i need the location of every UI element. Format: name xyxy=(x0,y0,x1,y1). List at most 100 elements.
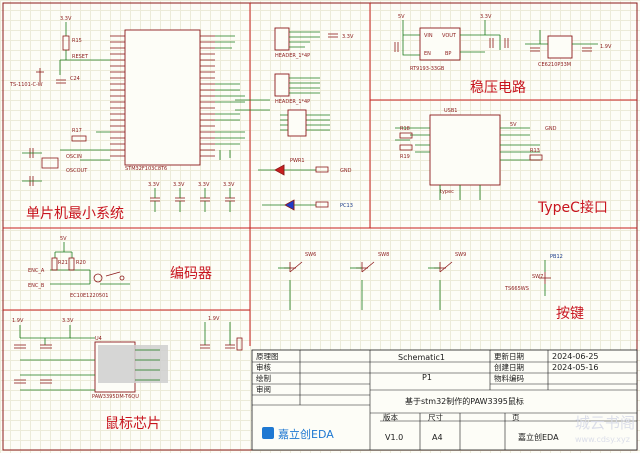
typec-section: USB1 typec R18 R19 R13 5V GND TypeC接口 xyxy=(395,108,608,216)
c24-label: C24 xyxy=(70,76,80,82)
mouse-v33-label: 3.3V xyxy=(62,318,74,324)
r13-resistor[interactable] xyxy=(529,154,543,161)
cap-v33-2: 3.3V xyxy=(173,182,185,188)
mcu-section-title: 单片机最小系统 xyxy=(26,206,124,222)
c24-capacitor[interactable] xyxy=(56,79,66,84)
mouse-chip-section: 1.9V 3.3V 1.9V U4 PAW3395DM-T6QU 鼠标芯片 xyxy=(12,316,243,432)
mcu-part-label: STM32F103C8T6 xyxy=(125,166,167,172)
pwr-led-label: PWR1 xyxy=(290,158,305,164)
typec-v5-label: 5V xyxy=(510,122,517,128)
r21-resistor[interactable] xyxy=(51,257,58,271)
mcu-section: STM32F103C8T6 xyxy=(9,16,354,222)
led-pc13-label: PC13 xyxy=(340,203,353,209)
regulator-section: VIN VOUT EN BP RT9193-33GB 5V 3.3V CE621… xyxy=(394,14,612,96)
reg-v19-label: 1.9V xyxy=(600,44,612,50)
reg-v33-label: 3.3V xyxy=(480,14,492,20)
r18-resistor[interactable] xyxy=(399,132,413,139)
pc13-led[interactable] xyxy=(284,199,295,211)
reset-switch[interactable] xyxy=(36,68,44,82)
typec-label: typec xyxy=(440,189,454,195)
tb-size-label: 尺寸 xyxy=(428,412,443,422)
r5-resistor[interactable] xyxy=(315,201,329,208)
watermark-text: 城云书阁 xyxy=(575,414,635,432)
reg-v5-label: 5V xyxy=(398,14,405,20)
header-p2[interactable] xyxy=(274,73,290,97)
r15-resistor[interactable] xyxy=(62,35,70,51)
usb-typec-connector[interactable] xyxy=(429,114,501,186)
button-sw6[interactable]: SW6 xyxy=(278,252,316,310)
reset-net-label: RESET xyxy=(72,54,89,60)
r19-label: R19 xyxy=(400,154,410,160)
section-dividers xyxy=(3,3,637,346)
header-p1[interactable] xyxy=(274,27,290,51)
typec-section-title: TypeC接口 xyxy=(537,199,608,216)
ldo1-bp: BP xyxy=(445,51,451,57)
button-sw9[interactable]: SW9 xyxy=(428,252,466,310)
r21-label: R21 xyxy=(58,260,68,266)
mouse-v19-label: 1.9V xyxy=(12,318,24,324)
mcu-chip[interactable] xyxy=(124,29,201,166)
ldo1-caps[interactable] xyxy=(394,38,509,52)
mouse-section-title: 鼠标芯片 xyxy=(105,416,161,432)
r4-resistor[interactable] xyxy=(315,166,329,173)
header-v33: 3.3V xyxy=(342,34,354,40)
sw8-label: SW8 xyxy=(378,252,389,258)
buttons-section: SW6 SW8 SW9 SW7 TS665WS PB12 按键 xyxy=(278,252,584,322)
ldo1-vin: VIN xyxy=(424,33,433,39)
r17-resistor[interactable] xyxy=(71,135,87,142)
header-p1-label: HEADER_1*4P xyxy=(275,53,310,59)
r20-resistor[interactable] xyxy=(68,257,75,271)
ldo2-caps[interactable] xyxy=(530,47,592,52)
mcu-v33-label: 3.3V xyxy=(60,16,72,22)
reset-switch-label: TS-1101-C-W xyxy=(9,82,43,88)
tb-company: 嘉立创EDA xyxy=(518,432,559,442)
enc-v5-label: 5V xyxy=(60,236,67,242)
brand-icon xyxy=(262,427,274,439)
tb-page-label: 页 xyxy=(512,413,520,422)
sw7-pb12-label: PB12 xyxy=(550,254,563,260)
tb-project-title: 基于stm32制作的PAW3395鼠标 xyxy=(405,396,524,406)
encoder-section: 5V R21 R20 ENC_A ENC_B EC10E1220501 编码器 xyxy=(28,236,212,299)
button-sw7[interactable]: SW7 TS665WS PB12 xyxy=(504,254,563,296)
watermark-url: www.cdsy.xyz xyxy=(575,435,630,444)
tb-version: V1.0 xyxy=(385,433,403,442)
decoupling-caps: 3.3V 3.3V 3.3V 3.3V xyxy=(148,182,235,212)
ldo1-label: RT9193-33GB xyxy=(410,66,445,72)
cap-v33-1: 3.3V xyxy=(148,182,160,188)
r13-mouse-resistor[interactable] xyxy=(236,337,243,351)
r18-label: R18 xyxy=(400,126,410,132)
cap-v33-4: 3.3V xyxy=(223,182,235,188)
osc-in-label: OSCIN xyxy=(66,154,82,160)
mouse-caps[interactable] xyxy=(14,344,235,384)
ldo2-label: CE6210P33M xyxy=(538,62,571,68)
osc-out-label: OSCOUT xyxy=(66,168,88,174)
encoder-switch[interactable] xyxy=(93,271,125,283)
button-sw8[interactable]: SW8 xyxy=(350,252,389,310)
tb-row1-label: 原理图 xyxy=(256,352,279,361)
r19-resistor[interactable] xyxy=(399,144,413,151)
pwr-led[interactable] xyxy=(274,164,285,176)
buttons-section-title: 按键 xyxy=(556,306,584,322)
tb-create-date: 2024-05-16 xyxy=(552,363,599,372)
brand-logo: 嘉立创EDA xyxy=(262,427,334,441)
r20-label: R20 xyxy=(76,260,86,266)
mouse-sensor-label: PAW3395DM-T6QU xyxy=(92,394,139,400)
ldo1-chip[interactable] xyxy=(419,27,461,61)
tb-size: A4 xyxy=(432,433,443,442)
encoder-section-title: 编码器 xyxy=(170,266,212,282)
blurred-region xyxy=(98,345,168,383)
sw9-label: SW9 xyxy=(455,252,466,258)
tb-material-label: 物料编码 xyxy=(494,373,524,383)
crystal[interactable] xyxy=(41,157,59,169)
r17-label: R17 xyxy=(72,128,82,134)
usb-header-mcu[interactable] xyxy=(287,109,307,137)
mouse-v19-label-2: 1.9V xyxy=(208,316,220,322)
crystal-caps[interactable] xyxy=(29,148,34,186)
regulator-section-title: 稳压电路 xyxy=(470,80,526,96)
tb-row4-label: 审阅 xyxy=(256,384,271,394)
ldo2-chip[interactable] xyxy=(547,35,573,59)
header-p2-label: HEADER_1*4P xyxy=(275,99,310,105)
tb-page-name: P1 xyxy=(422,373,432,382)
c25-capacitor[interactable] xyxy=(328,33,338,38)
